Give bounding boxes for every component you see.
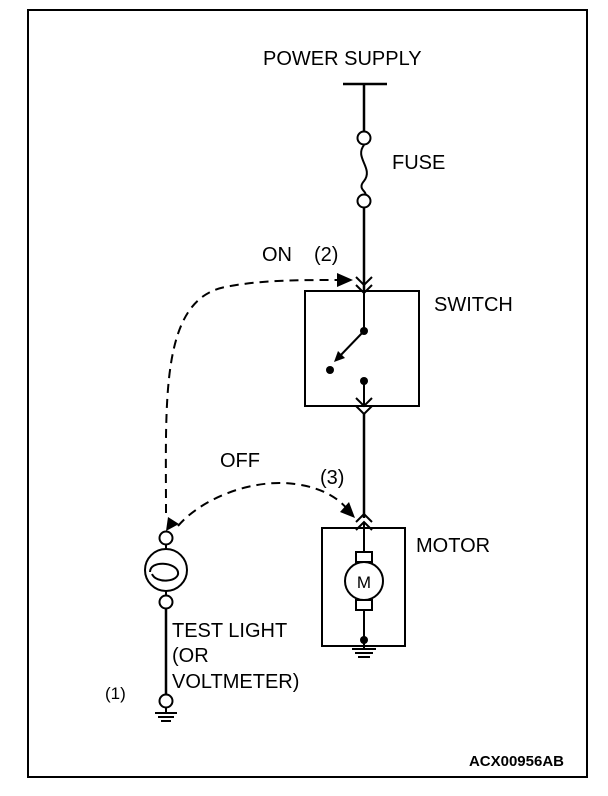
switch-blade-icon	[326, 330, 368, 406]
test-light-ground-icon	[155, 708, 177, 722]
test-light-icon	[144, 530, 188, 610]
figure-frame	[27, 9, 588, 778]
motor-ground-icon	[352, 640, 376, 658]
probe-terminal	[158, 693, 174, 709]
switch-label: SWITCH	[434, 294, 513, 316]
ground-point-label: (1)	[105, 684, 126, 703]
on-probe-path	[164, 273, 353, 514]
off-probe-path	[166, 482, 355, 531]
motor-icon	[344, 551, 384, 644]
on-label: ON	[262, 244, 292, 266]
switch-box	[304, 290, 420, 407]
switch-top-connector-icon	[355, 276, 373, 335]
on-step-number: (2)	[314, 244, 338, 266]
test-light-label-voltmeter: VOLTMETER)	[172, 671, 299, 693]
motor-symbol: M	[357, 573, 371, 592]
motor-connector-icon	[355, 512, 373, 552]
fuse-label: FUSE	[392, 152, 445, 174]
fuse-icon	[356, 130, 372, 209]
test-light-label: TEST LIGHT	[172, 620, 287, 642]
figure-code: ACX00956AB	[469, 753, 564, 770]
off-label: OFF	[220, 450, 260, 472]
test-light-label-or: (OR	[172, 645, 209, 667]
motor-label: MOTOR	[416, 535, 490, 557]
off-step-number: (3)	[320, 467, 344, 489]
power-supply-label: POWER SUPPLY	[263, 48, 422, 70]
